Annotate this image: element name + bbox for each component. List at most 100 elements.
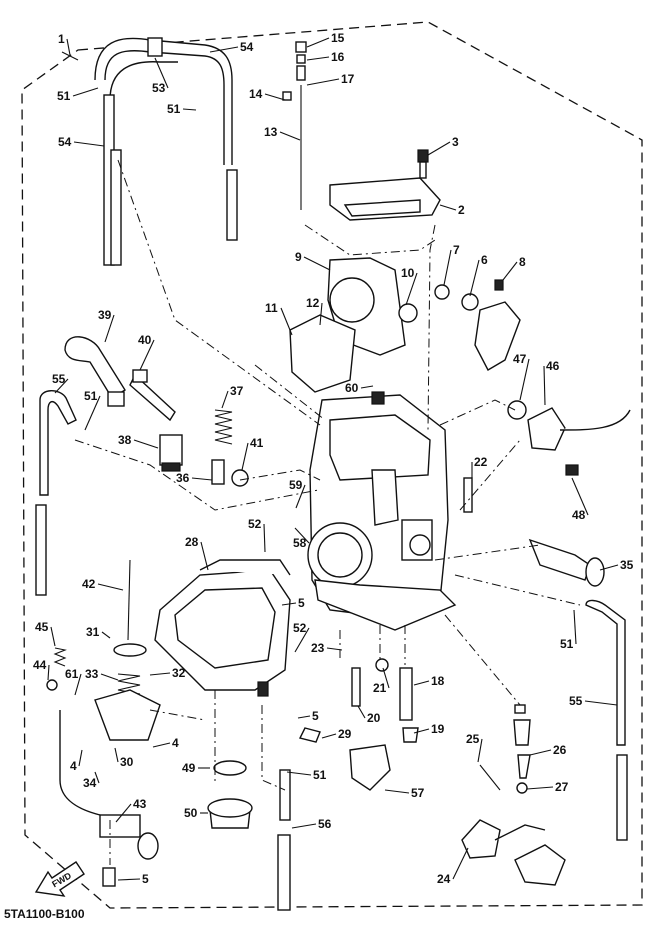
part-callout-label: 54 xyxy=(240,40,254,54)
callout-leader xyxy=(182,108,197,111)
callout-leader xyxy=(279,131,301,141)
callout-leader xyxy=(573,609,577,645)
part-callout-label: 12 xyxy=(306,296,320,310)
callout-leader xyxy=(84,395,101,431)
callout-leader xyxy=(599,564,619,571)
part-callout-label: 19 xyxy=(431,722,445,736)
callout-leader xyxy=(297,715,311,719)
part-callout-label: 35 xyxy=(620,558,634,572)
part-callout-label: 17 xyxy=(341,72,355,86)
part-callout-label: 52 xyxy=(248,517,262,531)
part-callout-label: 45 xyxy=(35,620,49,634)
part-callout-label: 37 xyxy=(230,384,244,398)
part-callout-label: 39 xyxy=(98,308,112,322)
assembly-lines xyxy=(74,159,581,865)
part-callout-label: 46 xyxy=(546,359,560,373)
part-callout-label: 5 xyxy=(142,872,149,886)
part-callout-label: 59 xyxy=(289,478,303,492)
callout-leader xyxy=(439,204,457,211)
part-callout-label: 32 xyxy=(172,666,186,680)
part-callout-label: 43 xyxy=(133,797,147,811)
callout-leader xyxy=(405,272,418,306)
part-callout-label: 22 xyxy=(474,455,488,469)
callout-leader xyxy=(94,771,100,784)
part-callout-label: 2 xyxy=(458,203,465,217)
part-callout-label: 34 xyxy=(83,776,97,790)
callout-leader xyxy=(427,141,451,156)
part-callout-label: 51 xyxy=(560,637,574,651)
callout-leader xyxy=(47,664,50,681)
callout-leader xyxy=(452,847,469,880)
callout-leader xyxy=(571,477,589,516)
callout-leader xyxy=(101,631,111,639)
callout-leaders xyxy=(47,37,619,881)
part-callout-label: 27 xyxy=(555,780,569,794)
callout-leader xyxy=(382,667,390,689)
part-callout-label: 42 xyxy=(82,577,96,591)
callout-leader xyxy=(384,789,410,794)
part-callout-label: 49 xyxy=(182,761,196,775)
part-callout-label: 25 xyxy=(466,732,480,746)
callout-leader xyxy=(97,583,124,591)
callout-leader xyxy=(54,378,69,394)
part-callout-label: 44 xyxy=(33,658,47,672)
callout-leader xyxy=(529,749,552,756)
part-callout-label: 24 xyxy=(437,872,451,886)
part-callout-label: 8 xyxy=(519,255,526,269)
callout-leader xyxy=(584,700,618,706)
callout-leader xyxy=(502,261,518,281)
callout-leader xyxy=(469,259,480,297)
diagram-code: 5TA1100-B100 xyxy=(4,907,85,921)
callout-leader xyxy=(477,738,483,763)
callout-leader xyxy=(326,647,343,651)
callout-leader xyxy=(221,390,229,409)
part-callout-label: 60 xyxy=(345,381,359,395)
part-callout-label: 55 xyxy=(569,694,583,708)
part-callout-label: 28 xyxy=(185,535,199,549)
callout-leader xyxy=(50,626,56,647)
callout-leader xyxy=(413,728,430,734)
part-callout-label: 61 xyxy=(65,667,79,681)
part-callout-label: 47 xyxy=(513,352,527,366)
part-callout-label: 23 xyxy=(311,641,325,655)
part-callout-label: 30 xyxy=(120,755,134,769)
callout-leader xyxy=(280,307,293,336)
part-callout-label: 20 xyxy=(367,711,381,725)
callout-leader xyxy=(263,523,266,553)
top-cover-group xyxy=(282,41,521,393)
part-callout-label: 51 xyxy=(313,768,327,782)
callout-leader xyxy=(115,803,132,823)
callout-leader xyxy=(294,627,310,653)
part-callout-label: 14 xyxy=(249,87,263,101)
callout-leader xyxy=(74,673,82,696)
part-callout-label: 48 xyxy=(572,508,586,522)
part-callout-label: 56 xyxy=(318,817,332,831)
callout-leader xyxy=(78,749,83,767)
part-callout-label: 13 xyxy=(264,125,278,139)
part-callout-label: 6 xyxy=(481,253,488,267)
callout-leader xyxy=(519,358,530,401)
carburetor-body xyxy=(307,391,457,631)
callout-leader xyxy=(321,733,337,739)
part-callout-label: 1 xyxy=(58,32,65,46)
part-callout-label: 53 xyxy=(152,81,166,95)
part-callout-label: 57 xyxy=(411,786,425,800)
part-callout-label: 50 xyxy=(184,806,198,820)
part-callout-label: 5 xyxy=(298,596,305,610)
callout-leader xyxy=(319,302,323,326)
part-callout-label: 5 xyxy=(312,709,319,723)
part-callout-label: 58 xyxy=(293,536,307,550)
callout-leader xyxy=(149,672,171,676)
part-callout-label: 52 xyxy=(293,621,307,635)
right-side-parts xyxy=(463,400,631,841)
leader-line xyxy=(61,51,79,61)
part-callout-label: 21 xyxy=(373,681,387,695)
callout-leader xyxy=(191,477,213,481)
callout-leader xyxy=(291,823,317,829)
part-callout-label: 51 xyxy=(84,389,98,403)
vent-hose-group xyxy=(94,37,238,266)
part-callout-label: 55 xyxy=(52,372,66,386)
callout-leader xyxy=(66,38,71,56)
callout-leader xyxy=(295,484,306,509)
